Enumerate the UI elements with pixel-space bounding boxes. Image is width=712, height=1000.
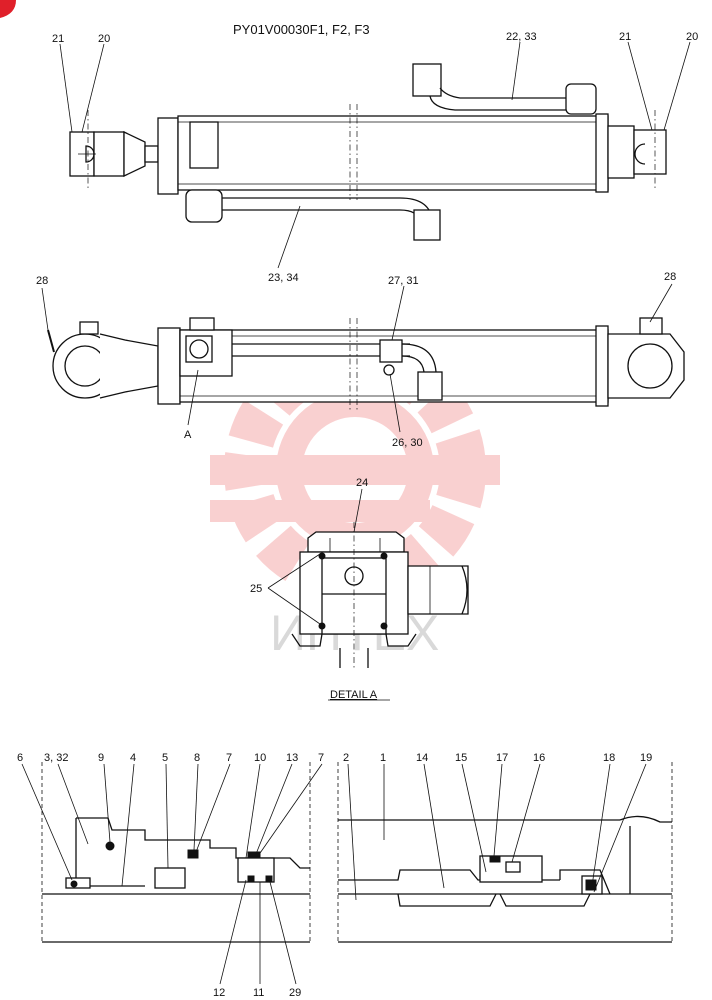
callout-14: 14 (416, 752, 428, 764)
callout-20-top-right: 20 (686, 31, 698, 43)
callout-4: 4 (130, 752, 136, 764)
callout-16: 16 (533, 752, 545, 764)
callout-25: 25 (250, 583, 262, 595)
side-view (47, 317, 685, 412)
callout-19: 19 (640, 752, 652, 764)
drawing-title: PY01V00030F1, F2, F3 (233, 22, 370, 37)
corner-mark (0, 0, 16, 18)
rod-end-section (41, 762, 311, 944)
callout-22-33: 22, 33 (506, 31, 537, 43)
callout-20-top-left: 20 (98, 33, 110, 45)
detail-a-view (291, 522, 469, 670)
callout-3-32: 3, 32 (44, 752, 68, 764)
callout-28-right: 28 (664, 271, 676, 283)
top-view (69, 63, 667, 241)
callout-12: 12 (213, 987, 225, 999)
leader-lines (21, 41, 691, 985)
callout-11: 11 (253, 987, 264, 999)
callout-1: 1 (380, 752, 386, 764)
callout-labels: 21 20 22, 33 21 20 23, 34 28 27, 31 28 A… (17, 31, 698, 999)
callout-23-34: 23, 34 (268, 272, 299, 284)
callout-24: 24 (356, 477, 368, 489)
callout-18: 18 (603, 752, 615, 764)
callout-21-top-right: 21 (619, 31, 631, 43)
callout-a: A (184, 429, 192, 441)
callout-15: 15 (455, 752, 467, 764)
callout-9: 9 (98, 752, 104, 764)
callout-27-31: 27, 31 (388, 275, 419, 287)
detail-a-label: DETAIL A (330, 689, 378, 701)
head-end-section (337, 762, 673, 944)
callout-5: 5 (162, 752, 168, 764)
callout-6: 6 (17, 752, 23, 764)
callout-29: 29 (289, 987, 301, 999)
callout-7-second: 7 (318, 752, 324, 764)
callout-7-first: 7 (226, 752, 232, 764)
callout-28-left: 28 (36, 275, 48, 287)
callout-13: 13 (286, 752, 298, 764)
callout-17: 17 (496, 752, 508, 764)
callout-8: 8 (194, 752, 200, 764)
callout-26-30: 26, 30 (392, 437, 423, 449)
callout-2: 2 (343, 752, 349, 764)
callout-21-top-left: 21 (52, 33, 64, 45)
callout-10: 10 (254, 752, 266, 764)
